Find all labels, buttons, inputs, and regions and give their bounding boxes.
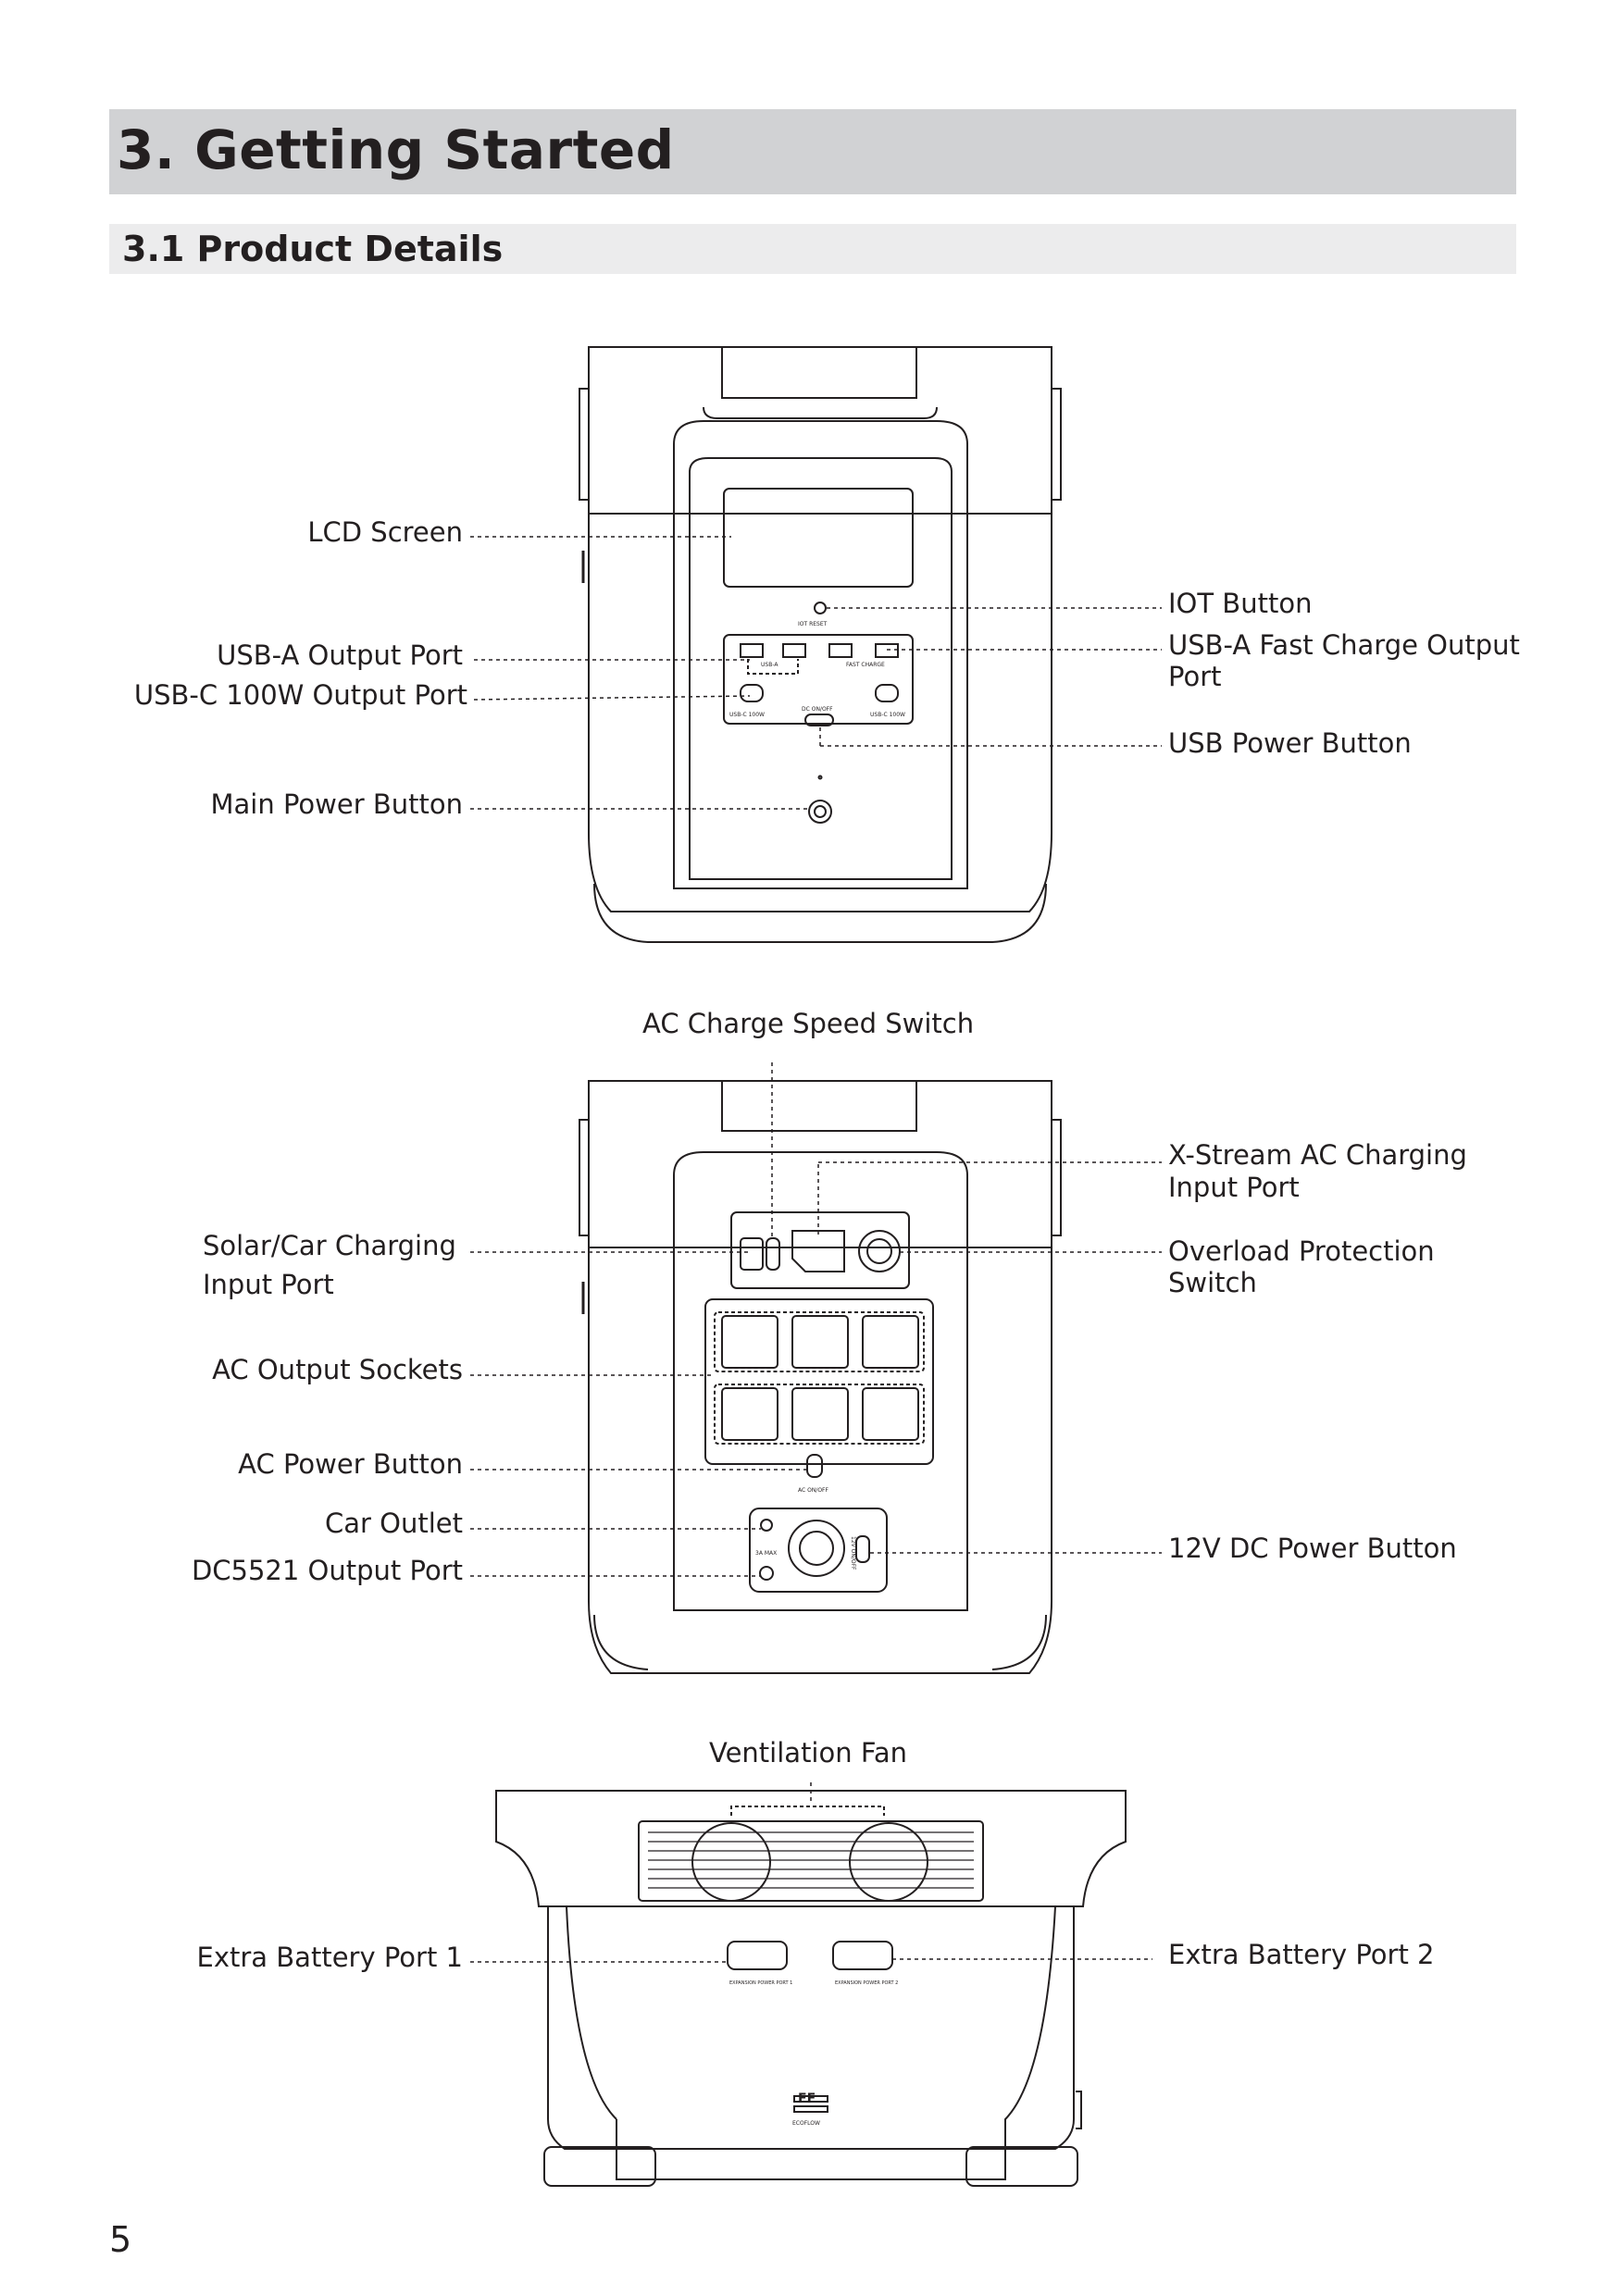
section-heading: 3.1 Product Details [122, 229, 504, 269]
marking-iot-reset: IOT RESET [798, 621, 828, 627]
brand-logo-mark: EF [798, 2091, 816, 2106]
label-xstream-line2: Input Port [1168, 1172, 1300, 1203]
label-usb-c-output: USB-C 100W Output Port [133, 679, 467, 711]
page-heading: 3. Getting Started [117, 118, 675, 181]
leader-lines [470, 537, 1162, 1962]
label-usb-power: USB Power Button [1168, 727, 1412, 759]
label-car-outlet: Car Outlet [324, 1508, 463, 1539]
label-solar-line1: Solar/Car Charging [203, 1230, 456, 1261]
label-ac-sockets: AC Output Sockets [212, 1354, 463, 1385]
heading-bar [109, 109, 1516, 194]
label-battery-port-2: Extra Battery Port 2 [1168, 1939, 1435, 1970]
bottom-view-drawing [496, 1791, 1126, 2186]
label-solar-line2: Input Port [203, 1269, 334, 1300]
marking-3a-max: 3A MAX [755, 1550, 777, 1557]
device-markings: IOT RESET USB-A FAST CHARGE USB-C 100W D… [729, 621, 905, 2127]
label-xstream-line1: X-Stream AC Charging [1168, 1139, 1467, 1171]
label-battery-port-1: Extra Battery Port 1 [196, 1942, 463, 1973]
front-view-drawing [579, 347, 1061, 942]
marking-expansion-port-2: EXPANSION POWER PORT 2 [835, 1980, 898, 1986]
label-overload-line2: Switch [1168, 1267, 1257, 1298]
label-dc5521: DC5521 Output Port [191, 1555, 463, 1586]
label-lcd-screen: LCD Screen [307, 516, 463, 548]
label-ac-power: AC Power Button [238, 1448, 463, 1480]
label-iot-button: IOT Button [1168, 588, 1313, 619]
marking-fast-charge: FAST CHARGE [846, 662, 885, 668]
marking-usb-c-right: USB-C 100W [870, 712, 905, 718]
label-overload-line1: Overload Protection [1168, 1235, 1435, 1267]
subheading-bar [109, 224, 1516, 274]
label-ac-speed-switch: AC Charge Speed Switch [642, 1008, 975, 1039]
label-12v-dc-button: 12V DC Power Button [1168, 1533, 1457, 1564]
label-usb-a-fast: USB-A Fast Charge Output Port [1168, 629, 1520, 692]
label-usb-a-output: USB-A Output Port [217, 639, 463, 671]
label-main-power: Main Power Button [210, 788, 463, 820]
marking-ac-onoff: AC ON/OFF [798, 1487, 829, 1494]
back-view-drawing [579, 1081, 1061, 1673]
marking-12v-onoff: 12V ON/OFF [850, 1536, 856, 1570]
brand-logo-name: ECOFLOW [792, 2120, 820, 2127]
marking-usb-a: USB-A [761, 662, 778, 668]
marking-usb-c-left: USB-C 100W [729, 712, 765, 718]
label-ventilation-fan: Ventilation Fan [709, 1737, 908, 1769]
marking-expansion-port-1: EXPANSION POWER PORT 1 [729, 1980, 792, 1986]
page-number: 5 [109, 2219, 132, 2260]
marking-dc-onoff: DC ON/OFF [802, 706, 833, 713]
